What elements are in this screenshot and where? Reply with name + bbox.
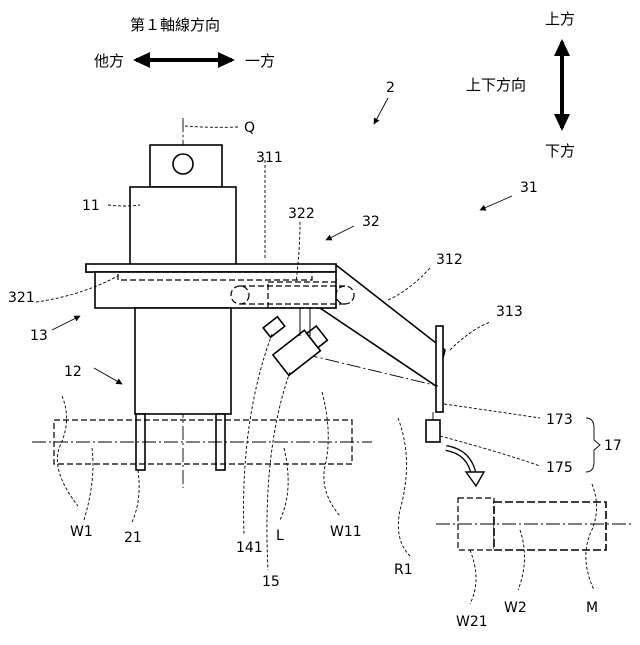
ref-11-leader (108, 205, 140, 206)
direction-right-label: 一方 (245, 52, 275, 70)
ref-13-arrow (52, 316, 80, 330)
ref-w21-leader (470, 550, 476, 604)
direction-down-label: 下方 (545, 142, 575, 160)
ref-141-label: 141 (236, 540, 263, 556)
motor-11 (130, 187, 236, 265)
ref-311-label: 311 (256, 150, 283, 166)
column-12 (135, 308, 231, 414)
workpiece-w2 (494, 502, 606, 550)
w1-contour-left (57, 396, 78, 506)
ref-175-label: 175 (546, 460, 573, 476)
brace-17 (586, 418, 600, 472)
ref-173-leader (444, 404, 540, 418)
ref-w2-label: W2 (504, 600, 527, 616)
ref-31-arrow (480, 196, 512, 210)
ref-13-label: 13 (30, 328, 48, 344)
camera-15 (273, 323, 330, 376)
hand-plate-313 (436, 326, 443, 412)
camera-mount-141 (263, 317, 285, 338)
axis-q-label: Q (244, 120, 255, 136)
ref-173-label: 173 (546, 412, 573, 428)
ref-11-label: 11 (82, 198, 100, 214)
q-leader (185, 126, 238, 127)
ref-141-leader (244, 334, 272, 534)
ref-12-label: 12 (64, 364, 82, 380)
ref-l-label: L (276, 528, 284, 544)
ref-313-leader (450, 322, 490, 350)
ref-w1-leader (84, 448, 93, 520)
ref-w11-leader (322, 392, 340, 516)
ref-312-label: 312 (436, 252, 463, 268)
ref-17-label: 17 (604, 438, 622, 454)
ref-l-leader (280, 448, 288, 520)
direction-left-label: 他方 (94, 52, 124, 70)
ref-21-leader (132, 470, 139, 522)
ref-w1-label: W1 (70, 524, 93, 540)
ref-21-label: 21 (124, 530, 142, 546)
ref-12-arrow (94, 368, 122, 384)
ref-322-label: 322 (288, 206, 315, 222)
plate-311 (86, 264, 336, 272)
vertical-double-arrow-icon (554, 39, 570, 131)
ref-r1-label: R1 (394, 562, 413, 578)
ref-32-label: 32 (362, 214, 380, 230)
ref-m-label: M (586, 600, 598, 616)
motor-shaft-circle (173, 154, 193, 174)
gripper-175 (426, 420, 440, 442)
housing-13 (95, 272, 336, 308)
ref-w11-label: W11 (330, 524, 362, 540)
motion-arrow-head-icon (466, 472, 484, 486)
ref-r1-leader (398, 418, 410, 556)
ref-15-label: 15 (262, 574, 280, 590)
ref-313-label: 313 (496, 304, 523, 320)
axis1-direction-title: 第１軸線方向 (130, 16, 220, 34)
ref-2-arrow (374, 98, 388, 124)
ref-31-label: 31 (520, 180, 538, 196)
vertical-direction-label: 上下方向 (466, 76, 526, 94)
ref-312-leader (388, 268, 430, 300)
ref-32-arrow (326, 226, 354, 240)
ref-321-label: 321 (8, 290, 35, 306)
horizontal-double-arrow-icon (133, 52, 235, 68)
ref-2-label: 2 (386, 80, 395, 96)
ref-w21-label: W21 (456, 614, 488, 630)
direction-up-label: 上方 (545, 10, 575, 28)
